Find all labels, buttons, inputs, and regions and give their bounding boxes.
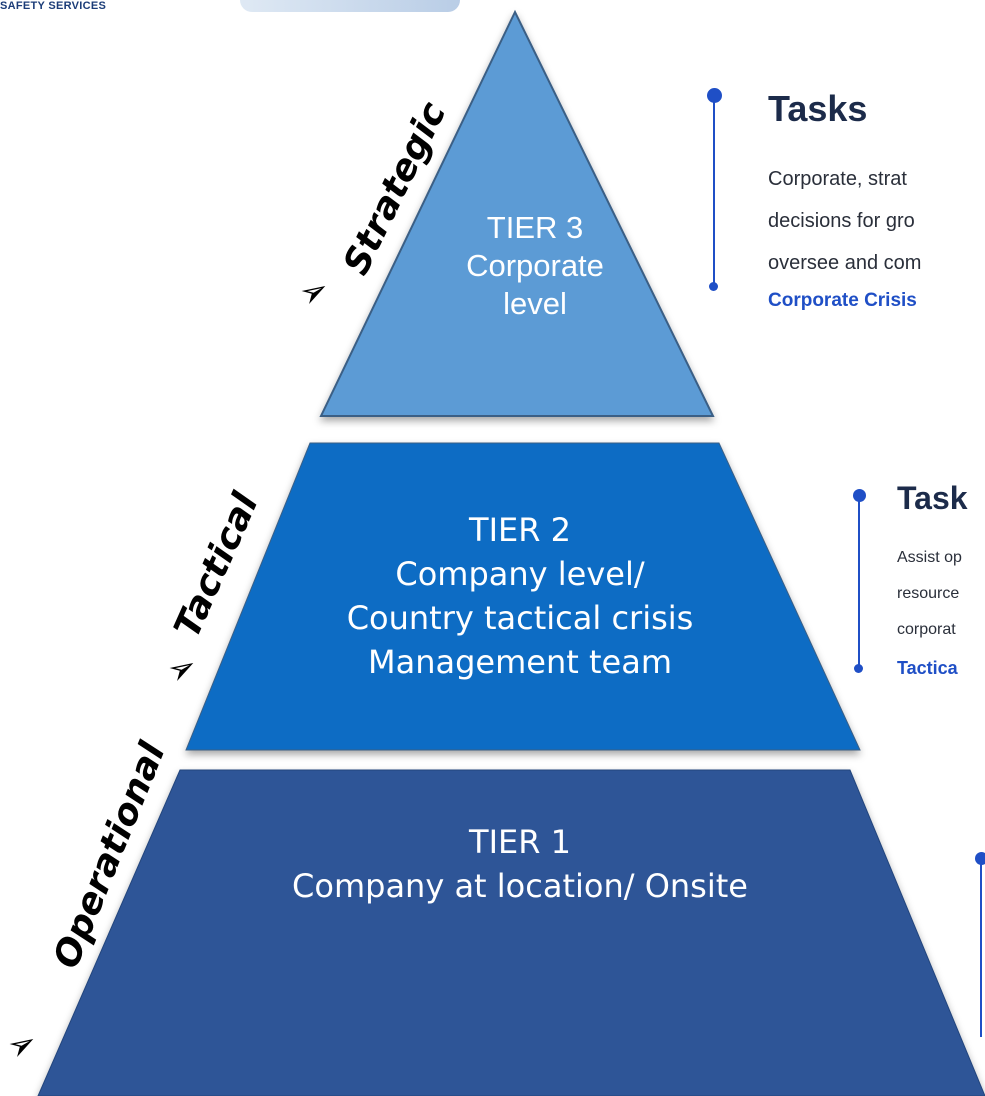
tasks2-top-dot <box>853 489 866 502</box>
tier3-line2: Corporate <box>466 248 604 283</box>
tier2-title: TIER 2 <box>469 511 571 549</box>
tier3-line3: level <box>503 286 567 321</box>
tasks2-bottom-dot <box>854 664 863 673</box>
tier3-title: TIER 3 <box>486 210 584 245</box>
tasks1-top-dot <box>707 88 722 103</box>
tier1-line2: Company at location/ Onsite <box>292 867 748 905</box>
tasks1-line1: Corporate, strat <box>768 168 907 190</box>
tasks3-timeline <box>980 862 982 1037</box>
tier3-label: TIER 3 Corporate level <box>400 209 670 323</box>
tasks2-line3: corporat <box>897 621 956 638</box>
tier2-line2: Company level/ <box>395 555 645 593</box>
tier1-trapezoid <box>37 769 985 1096</box>
tasks1-line2: decisions for gro <box>768 210 915 232</box>
tasks2-timeline <box>858 500 860 670</box>
tasks1-title: Tasks <box>768 88 868 129</box>
logo-banner <box>240 0 460 12</box>
tasks2-link[interactable]: Tactica <box>897 658 958 678</box>
tasks1-link[interactable]: Corporate Crisis <box>768 290 917 311</box>
tasks2-line2: resource <box>897 585 960 602</box>
tier2-label: TIER 2 Company level/ Country tactical c… <box>200 508 840 684</box>
tasks2-line1: Assist op <box>897 549 962 566</box>
tasks1-timeline <box>713 100 715 285</box>
logo-text: SAFETY SERVICES <box>0 0 107 12</box>
tasks1-line3: oversee and com <box>768 252 922 274</box>
tier3-triangle <box>319 9 715 417</box>
tasks1-bottom-dot <box>709 282 718 291</box>
tier1-label: TIER 1 Company at location/ Onsite <box>140 820 900 908</box>
tier1-title: TIER 1 <box>469 823 571 861</box>
tasks3-top-dot <box>975 852 985 865</box>
tier2-line3: Country tactical crisis <box>346 599 694 637</box>
tier2-line4: Management team <box>368 643 672 681</box>
tier2-trapezoid <box>185 442 861 751</box>
tasks2-title: Task <box>897 480 968 516</box>
tasks1-body: Corporate, strat decisions for gro overs… <box>768 158 921 322</box>
tasks2-body: Assist op resource corporat Tactica <box>897 540 962 686</box>
